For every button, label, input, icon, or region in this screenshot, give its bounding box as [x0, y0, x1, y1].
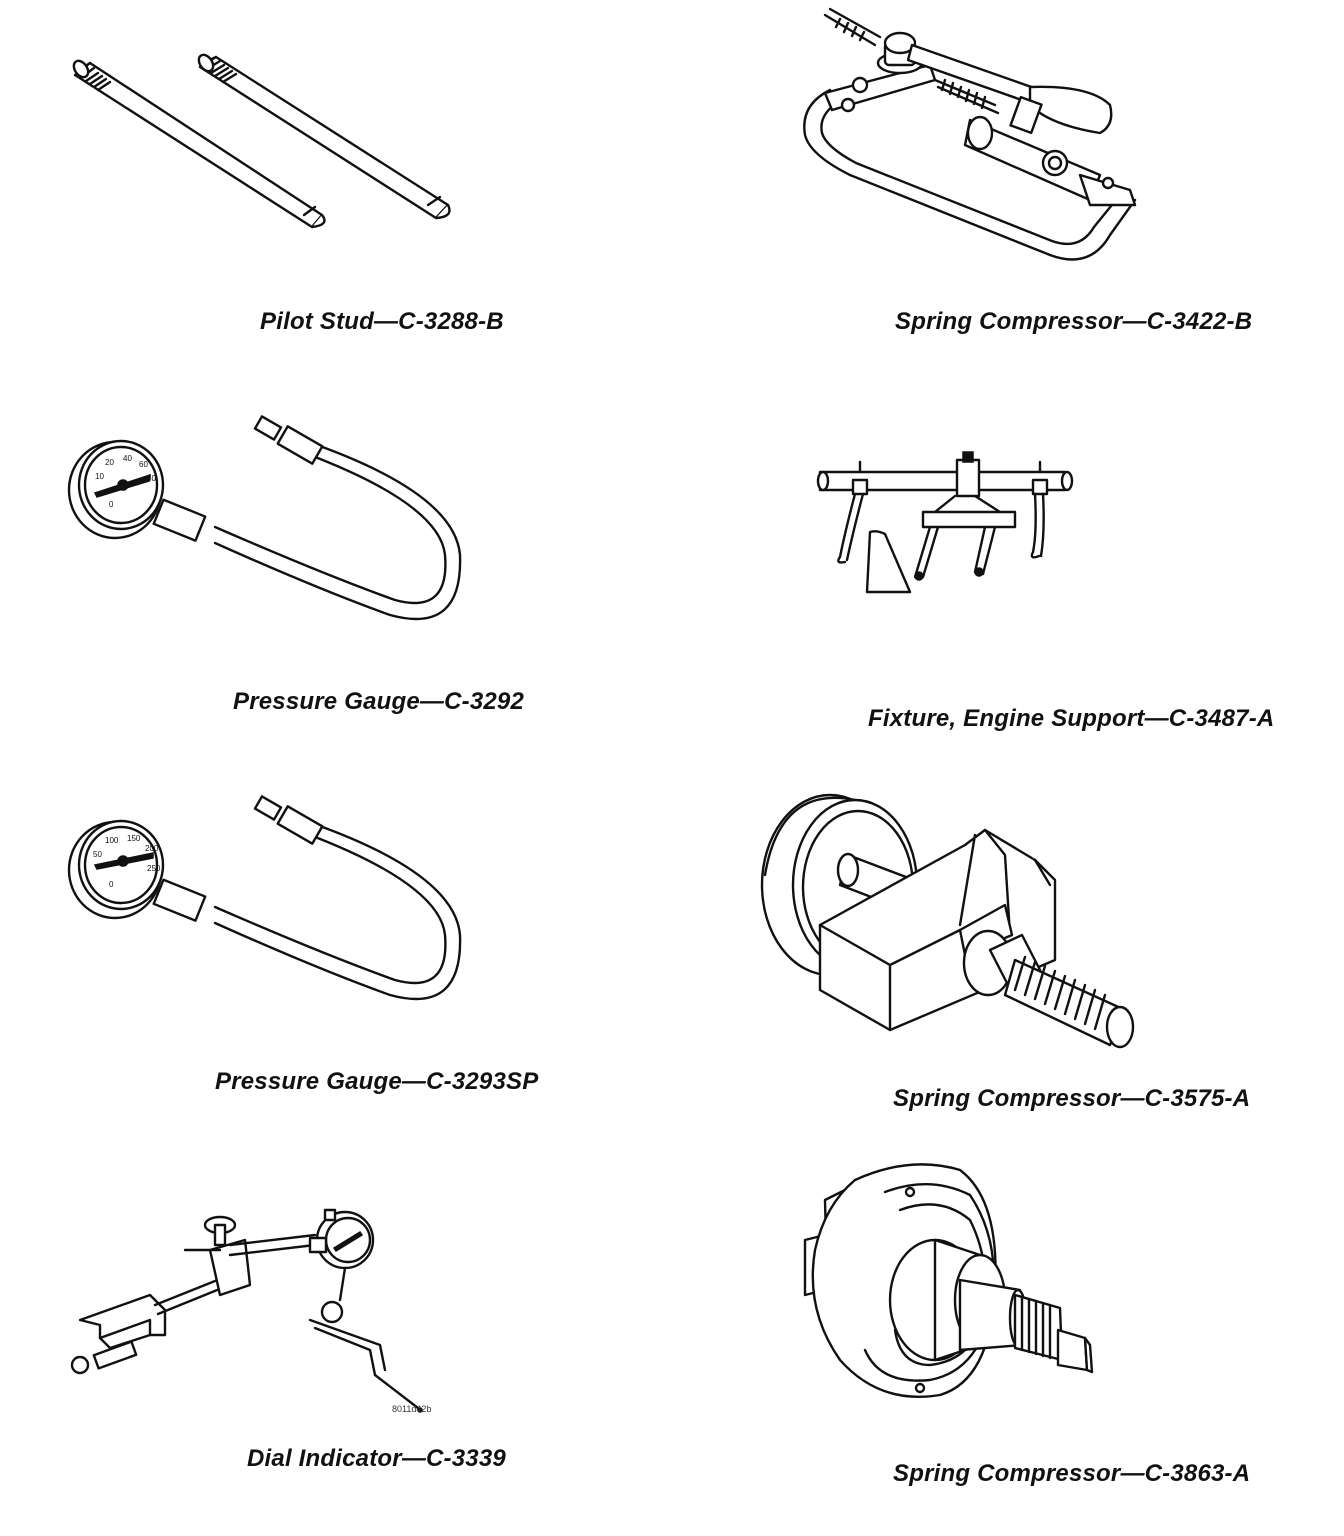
svg-text:50: 50 — [93, 850, 102, 859]
svg-text:10: 10 — [95, 472, 104, 481]
svg-text:150: 150 — [127, 834, 141, 843]
caption-pressure-gauge-3292: Pressure Gauge—C-3292 — [233, 688, 525, 715]
svg-text:80: 80 — [147, 474, 156, 483]
svg-text:0: 0 — [109, 500, 114, 509]
pilot-stud-illustration — [60, 55, 460, 235]
spring-compressor-lever-illustration — [790, 5, 1150, 265]
caption-spring-compressor-3575: Spring Compressor—C-3575-A — [893, 1085, 1251, 1112]
svg-text:200: 200 — [145, 844, 159, 853]
caption-dial-indicator: Dial Indicator—C-3339 — [247, 1445, 506, 1472]
svg-text:0: 0 — [109, 880, 114, 889]
spring-compressor-clamp-illustration — [760, 785, 1160, 1055]
figure-code: 8011d42b — [392, 1404, 432, 1414]
caption-pressure-gauge-3293sp: Pressure Gauge—C-3293SP — [215, 1068, 539, 1095]
caption-spring-compressor-3422: Spring Compressor—C-3422-B — [895, 308, 1253, 335]
dial-indicator-illustration — [70, 1210, 450, 1410]
caption-pilot-stud: Pilot Stud—C-3288-B — [260, 308, 504, 335]
pressure-gauge-illustration: 20 40 60 10 80 0 — [65, 415, 465, 625]
svg-text:20: 20 — [105, 458, 114, 467]
pressure-gauge-illustration: 100 150 200 50 250 0 — [65, 795, 465, 1005]
caption-spring-compressor-3863: Spring Compressor—C-3863-A — [893, 1460, 1251, 1487]
engine-support-fixture-illustration — [815, 452, 1085, 602]
svg-text:100: 100 — [105, 836, 119, 845]
svg-text:60: 60 — [139, 460, 148, 469]
svg-text:250: 250 — [147, 864, 161, 873]
spring-compressor-flange-illustration — [800, 1160, 1100, 1420]
caption-engine-support-fixture: Fixture, Engine Support—C-3487-A — [868, 705, 1275, 732]
svg-text:40: 40 — [123, 454, 132, 463]
